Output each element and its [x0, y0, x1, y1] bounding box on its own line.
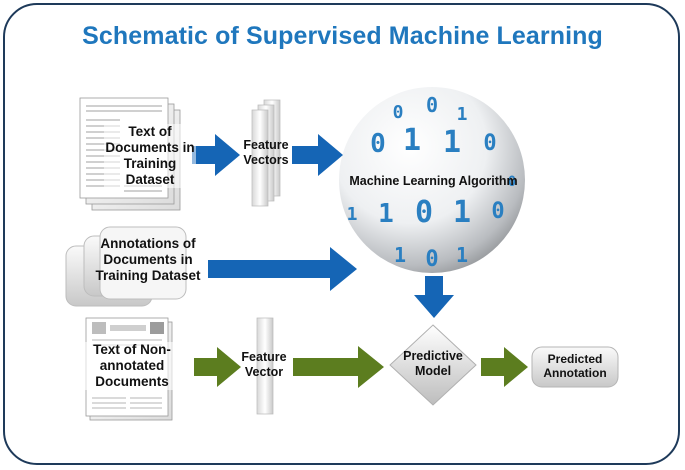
arrow-feature-vector-to-model	[293, 346, 384, 388]
diagram-title: Schematic of Supervised Machine Learning	[82, 22, 603, 50]
arrow-algorithm-to-model	[414, 276, 454, 318]
training-annotations-label: Annotations of Documents in Training Dat…	[95, 236, 201, 283]
training-documents-label: Text of Documents in Training Dataset	[104, 124, 196, 188]
sphere-digit: 1	[457, 104, 468, 125]
sphere-digit: 0	[370, 129, 386, 159]
ml-algorithm-label: Machine Learning Algorithm	[349, 174, 518, 188]
sphere-digit: 0	[508, 174, 516, 190]
sphere-digit: 1	[453, 195, 471, 230]
sphere-digit: 1	[443, 125, 461, 160]
feature-vectors-label: Feature Vectors	[243, 138, 289, 167]
arrow-docs-to-features	[192, 134, 240, 176]
sphere-digit: 0	[425, 247, 438, 272]
sphere-digit: 0	[483, 131, 496, 156]
arrow-docs-to-feature-vector	[194, 347, 241, 387]
arrow-features-to-algorithm	[292, 134, 343, 176]
sphere-digit: 1	[394, 243, 406, 267]
predicted-annotation-box	[531, 346, 619, 388]
arrow-model-to-prediction	[481, 347, 528, 387]
sphere-digit: 0	[415, 195, 433, 230]
diagram-frame	[3, 3, 680, 465]
arrow-annotations-to-algorithm	[208, 247, 357, 291]
sphere-digit: 0	[491, 199, 504, 224]
feature-vector-icon	[256, 317, 274, 415]
annotation-cards-icon	[65, 226, 187, 307]
sphere-digit: 1	[456, 243, 468, 267]
predictive-model-label: Predictive Model	[403, 349, 463, 378]
sphere-digit: 0	[393, 102, 404, 123]
sphere-digit: 0	[426, 93, 438, 117]
sphere-digit: 1	[347, 204, 358, 225]
predictive-model-diamond	[389, 324, 477, 406]
feature-vectors-icon	[251, 99, 281, 207]
predicted-annotation-label: Predicted Annotation	[543, 352, 607, 381]
sphere-digit: 1	[403, 123, 421, 158]
feature-vector-label: Feature Vector	[241, 350, 287, 379]
non-annotated-documents-label: Text of Non-annotated Documents	[84, 342, 180, 390]
sphere-digit: 1	[378, 199, 394, 229]
